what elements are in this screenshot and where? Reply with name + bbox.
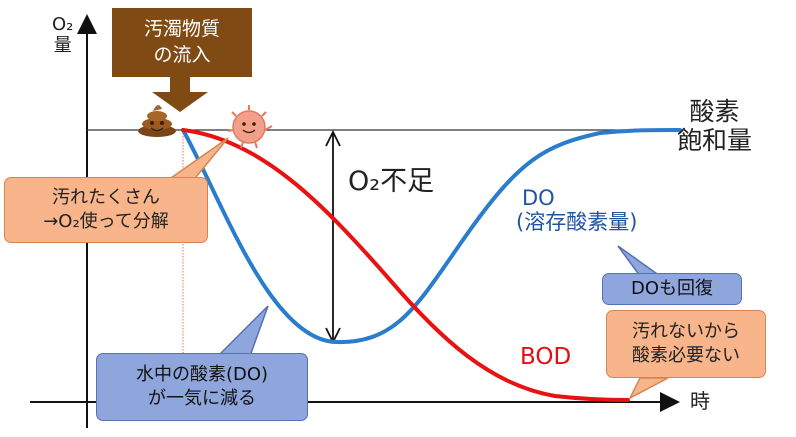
callout-tail-no-dirt (628, 377, 669, 400)
saturation-label-line2: 飽和量 (677, 125, 753, 155)
callout-pollutant-inflow-line2: の流入 (153, 43, 211, 66)
poop-icon (138, 104, 176, 137)
y-axis-label-line1: O₂ (52, 14, 74, 35)
o2-deficit-label: O₂不足 (348, 166, 435, 197)
callout-no-dirt-no-oxygen: 汚れないから 酸素必要ない (606, 310, 766, 378)
callout-tail-do-drops (216, 305, 269, 357)
callout-dirty-uses-o2-line2: →O₂使って分解 (43, 211, 169, 232)
inflow-arrow (152, 77, 208, 112)
do-label-line2: (溶存酸素量) (516, 210, 638, 235)
callout-no-dirt-line1: 汚れないから (632, 320, 740, 342)
callout-do-drops-line2: が一気に減る (148, 388, 256, 409)
callout-do-drops-line1: 水中の酸素(DO) (135, 363, 269, 385)
bod-curve (181, 128, 630, 402)
callout-do-recovers-line1: DOも回復 (630, 277, 714, 299)
saturation-label: 酸素 飽和量 (677, 97, 753, 156)
callout-pollutant-inflow: 汚濁物質 の流入 (112, 8, 252, 77)
callout-dirty-uses-o2-line1: 汚れたくさん (52, 186, 160, 208)
deficit-arrow-top (325, 129, 341, 147)
callout-no-dirt-line2: 酸素必要ない (632, 345, 740, 366)
y-axis-label: O₂ 量 (52, 14, 74, 56)
callout-dirty-uses-o2: 汚れたくさん →O₂使って分解 (4, 177, 208, 243)
callout-tail-recover (617, 245, 663, 277)
saturation-label-line1: 酸素 (689, 97, 740, 126)
do-label-line1: DO (522, 186, 555, 210)
do-label: DO (溶存酸素量) (516, 186, 638, 235)
bod-label: BOD (520, 344, 572, 370)
callout-pollutant-inflow-line1: 汚濁物質 (143, 17, 220, 40)
x-axis-label: 時 (690, 389, 710, 413)
callout-tail-dirty (165, 137, 229, 183)
y-axis-label-line2: 量 (53, 34, 72, 56)
do-curve (181, 128, 682, 345)
callout-do-recovers: DOも回復 (602, 273, 742, 305)
callout-do-drops: 水中の酸素(DO) が一気に減る (96, 353, 308, 421)
microbe-icon (227, 105, 273, 149)
